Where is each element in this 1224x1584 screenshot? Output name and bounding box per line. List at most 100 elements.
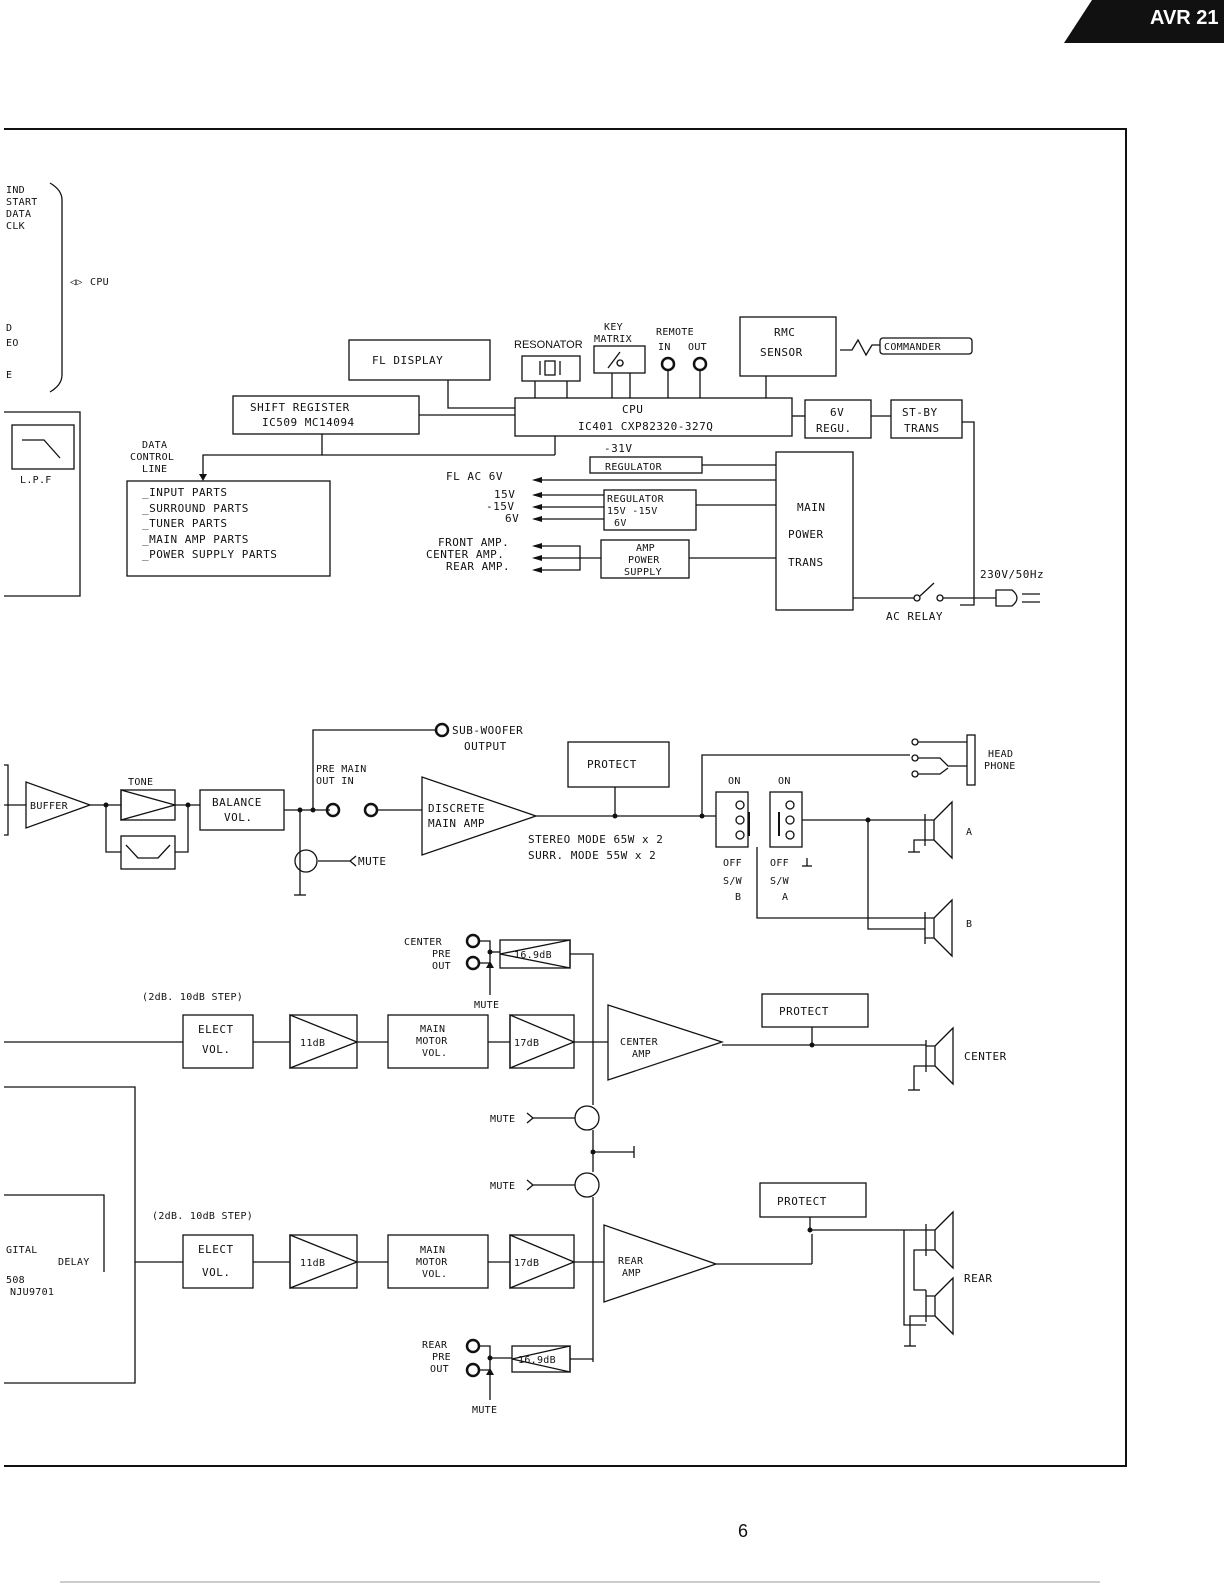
- cpu-link-label: CPU: [90, 277, 109, 288]
- protect-front-label: PROTECT: [587, 758, 637, 771]
- signal-data: DATA: [6, 209, 31, 220]
- buffer-label: BUFFER: [30, 801, 69, 812]
- sw-b-sw: S/W: [723, 876, 743, 887]
- balance-vol-label: VOL.: [224, 811, 253, 824]
- delay-label: DELAY: [58, 1257, 90, 1268]
- key-matrix-label-2: MATRIX: [594, 334, 632, 345]
- left-module-box: [4, 411, 81, 597]
- ic508-label: 508: [6, 1275, 25, 1286]
- sw-a-letter: A: [782, 892, 788, 903]
- switch-a: [769, 791, 803, 848]
- mute-rear-label: MUTE: [490, 1181, 515, 1192]
- regu-label: REGU.: [816, 422, 852, 435]
- v6-label: 6V: [505, 512, 519, 525]
- signal-clk: CLK: [6, 221, 25, 232]
- cpu-ic-label: IC401 CXP82320-327Q: [578, 420, 713, 433]
- rear-pre-jack-2-icon: [465, 1362, 481, 1378]
- remote-out-label: OUT: [688, 342, 707, 353]
- rear-amp-label: REAR AMP.: [446, 560, 510, 573]
- center-pre-label-1: CENTER: [404, 937, 443, 948]
- tone-label: TONE: [128, 777, 153, 788]
- rear-11db-box: [289, 1234, 358, 1289]
- data-label: DATA: [142, 440, 167, 451]
- rear-amp: [603, 1224, 718, 1303]
- amp-ps-label-3: SUPPLY: [624, 567, 662, 578]
- center-pre-label-3: OUT: [432, 961, 451, 972]
- remote-in-label: IN: [658, 342, 671, 353]
- surround-processor-box: [4, 1086, 136, 1384]
- center-step-label: (2dB. 10dB STEP): [142, 992, 243, 1003]
- wire-data-line: [202, 434, 323, 478]
- mute-transistor-rear-icon: [574, 1172, 600, 1198]
- center-pre-jack-2-icon: [465, 955, 481, 971]
- center-amp-label-1: CENTER: [620, 1037, 659, 1048]
- rear-motor-label: MOTOR: [416, 1257, 448, 1268]
- protect-rear-label: PROTECT: [777, 1195, 827, 1208]
- tone-curve-icon: [125, 844, 171, 859]
- stereo-mode-label: STEREO MODE 65W x 2: [528, 833, 663, 846]
- sw-b-on: ON: [728, 776, 741, 787]
- remote-in-jack-icon: [660, 356, 676, 372]
- partial-eo: EO: [6, 338, 19, 349]
- remote-label: REMOTE: [656, 327, 694, 338]
- mute-transistor-front-icon: [294, 849, 318, 873]
- wire-headphone: [701, 754, 910, 816]
- wire-subwoofer: [312, 729, 436, 810]
- center-motor-vol-label: VOL.: [422, 1048, 447, 1059]
- lpf-label: L.P.F: [20, 475, 52, 486]
- switch-icon: [607, 351, 624, 369]
- rear-elect-label: ELECT: [198, 1243, 234, 1256]
- fl-ac-label: FL AC 6V: [446, 470, 503, 483]
- speaker-rear-1-icon: [925, 1210, 954, 1270]
- regulator-multi-v: 15V -15V: [607, 506, 658, 517]
- center-vol-label: VOL.: [202, 1043, 231, 1056]
- protect-center-label: PROTECT: [779, 1005, 829, 1018]
- lpf-box: [11, 424, 75, 470]
- fl-display-label: FL DISPLAY: [372, 354, 443, 367]
- signal-ind: IND: [6, 185, 25, 196]
- parts-main-amp: _MAIN AMP PARTS: [142, 533, 249, 546]
- mute-center-label: MUTE: [490, 1114, 515, 1125]
- sw-a-off: OFF: [770, 858, 789, 869]
- shift-register-label: SHIFT REGISTER: [250, 401, 350, 414]
- parts-power-supply: _POWER SUPPLY PARTS: [142, 548, 277, 561]
- rear-pre-label-3: OUT: [430, 1364, 449, 1375]
- cpu-box: [514, 397, 793, 437]
- tone-bypass-box: [120, 835, 176, 870]
- speaker-rear-label: REAR: [964, 1272, 993, 1285]
- rear-vol-label: VOL.: [202, 1266, 231, 1279]
- arrow-cpu-icon: ◁▷: [70, 277, 83, 288]
- main-in-jack-icon: [363, 802, 379, 818]
- discrete-amp: [421, 776, 539, 856]
- center-amp: [607, 1004, 725, 1081]
- digital-label: GITAL: [6, 1245, 38, 1256]
- regulator-multi-6v: 6V: [614, 518, 627, 529]
- center-mute-label: MUTE: [474, 1000, 499, 1011]
- st-by-label: ST-BY: [902, 406, 938, 419]
- cpu-label: CPU: [622, 403, 643, 416]
- ac-relay-label: AC RELAY: [886, 610, 943, 623]
- wire-fl-cpu: [447, 380, 515, 409]
- headphone-jack: [966, 734, 976, 786]
- partial-e: E: [6, 370, 12, 381]
- rear-motor-vol-label: VOL.: [422, 1269, 447, 1280]
- power-label: POWER: [788, 528, 824, 541]
- sub-woofer-label: SUB-WOOFER: [452, 724, 523, 737]
- phone-label: PHONE: [984, 761, 1016, 772]
- sw-b-letter: B: [735, 892, 741, 903]
- sensor-label: SENSOR: [760, 346, 803, 359]
- rmc-sensor-box: [739, 316, 837, 377]
- tone-box: [120, 789, 176, 821]
- parts-list-box: [126, 480, 331, 577]
- rear-mute-label: MUTE: [472, 1405, 497, 1416]
- parts-surround: _SURROUND PARTS: [142, 502, 249, 515]
- center-elect-label: ELECT: [198, 1023, 234, 1036]
- center-11db-label: 11dB: [300, 1038, 325, 1049]
- rear-step-label: (2dB. 10dB STEP): [152, 1211, 253, 1222]
- rear-elect-vol-box: [182, 1234, 254, 1289]
- center-17db-box: [509, 1014, 575, 1069]
- model-label: AVR 21: [1150, 7, 1219, 29]
- control-label: CONTROL: [130, 452, 174, 463]
- st-by-trans-box: [890, 399, 963, 439]
